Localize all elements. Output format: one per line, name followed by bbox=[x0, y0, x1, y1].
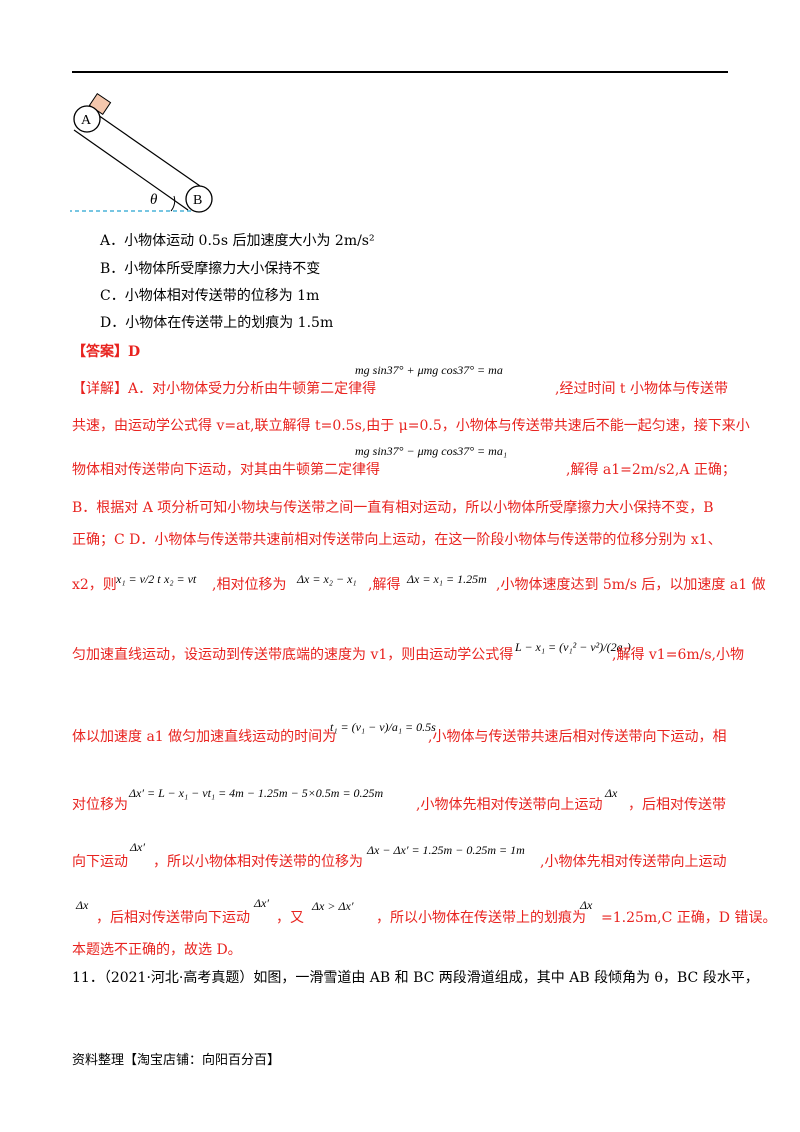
explain-line-6a: x2，则 bbox=[72, 577, 117, 593]
formula-13: Δx bbox=[76, 898, 89, 912]
belt-bottom-edge bbox=[73, 129, 189, 211]
formula-11: Δx′ bbox=[130, 840, 145, 854]
explain-line-1a: 【详解】A．对小物体受力分析由牛顿第二定律得 bbox=[72, 381, 377, 397]
formula-5: Δx = x₂ − x₁ bbox=[297, 572, 357, 586]
question-11: 11．（2021·河北·高考真题）如图，一滑雪道由 AB 和 BC 两段滑道组成… bbox=[72, 970, 759, 986]
explain-line-6d: ,小物体速度达到 5m/s 后，以加速度 a1 做 bbox=[496, 577, 766, 593]
explain-line-9c: ，后相对传送带 bbox=[628, 797, 726, 813]
formula-6: Δx = x₁ = 1.25m bbox=[407, 572, 487, 586]
formula-7: L − x₁ = (v₁² − v²)/(2a₁) bbox=[515, 640, 631, 654]
option-b: B．小物体所受摩擦力大小保持不变 bbox=[100, 261, 321, 277]
formula-2: mg sin37° − μmg cos37° = ma₁ bbox=[355, 444, 507, 458]
option-c: C．小物体相对传送带的位移为 1m bbox=[100, 288, 320, 304]
explain-line-9b: ,小物体先相对传送带向上运动 bbox=[416, 797, 603, 813]
explain-line-2: 共速，由运动学公式得 v=at,联立解得 t=0.5s,由于 μ=0.5，小物体… bbox=[72, 418, 750, 434]
formula-8: t₁ = (v₁ − v)/a₁ = 0.5s bbox=[330, 720, 436, 734]
pulley-a bbox=[73, 105, 101, 133]
formula-10: Δx bbox=[605, 786, 618, 800]
angle-arc bbox=[170, 195, 176, 212]
explain-line-5: 正确；C D．小物体与传送带共速前相对传送带向上运动，在这一阶段小物体与传送带的… bbox=[72, 532, 722, 548]
explain-line-11b: ，又 bbox=[276, 910, 304, 926]
option-d: D．小物体在传送带上的划痕为 1.5m bbox=[100, 315, 334, 331]
explain-line-11d: =1.25m,C 正确，D 错误。 bbox=[601, 910, 777, 926]
explain-line-8b: ,小物体与传送带共速后相对传送带向下运动，相 bbox=[428, 729, 727, 745]
header-rule bbox=[72, 71, 728, 73]
option-a: A．小物体运动 0.5s 后加速度大小为 2m/s² bbox=[100, 233, 375, 249]
explain-line-11a: ，后相对传送带向下运动 bbox=[96, 910, 250, 926]
explain-line-11c: ，所以小物体在传送带上的划痕为 bbox=[376, 910, 586, 926]
explain-line-12: 本题选不正确的，故选 D。 bbox=[72, 942, 242, 958]
formula-16: Δx bbox=[580, 898, 593, 912]
formula-3: x₁ = v/2 t bbox=[116, 572, 161, 586]
explain-line-3a: 物体相对传送带向下运动，对其由牛顿第二定律得 bbox=[72, 462, 380, 478]
pulley-b bbox=[185, 185, 213, 213]
label-b: B bbox=[193, 193, 202, 208]
answer-label: 【答案】D bbox=[72, 344, 141, 360]
explain-line-1b: ,经过时间 t 小物体与传送带 bbox=[555, 381, 728, 397]
explain-line-10b: ，所以小物体相对传送带的位移为 bbox=[153, 854, 363, 870]
explain-line-7a: 匀加速直线运动，设运动到传送带底端的速度为 v1，则由运动学公式得 bbox=[72, 647, 514, 663]
explain-line-6c: ,解得 bbox=[368, 577, 401, 593]
explain-line-3b: ,解得 a1=2m/s2,A 正确； bbox=[566, 462, 736, 478]
explain-line-6b: ,相对位移为 bbox=[212, 577, 287, 593]
explain-line-8a: 体以加速度 a1 做匀加速直线运动的时间为 bbox=[72, 729, 337, 745]
explain-line-9a: 对位移为 bbox=[72, 797, 128, 813]
explain-line-7b: ,解得 v1=6m/s,小物 bbox=[612, 647, 744, 663]
formula-12: Δx − Δx′ = 1.25m − 0.25m = 1m bbox=[367, 843, 525, 857]
formula-9: Δx′ = L − x₁ − vt₁ = 4m − 1.25m − 5×0.5m… bbox=[129, 786, 384, 800]
formula-4: x₂ = vt bbox=[164, 572, 197, 586]
formula-1: mg sin37° + μmg cos37° = ma bbox=[355, 363, 503, 377]
explain-line-4: B．根据对 A 项分析可知小物块与传送带之间一直有相对运动，所以小物体所受摩擦力… bbox=[72, 500, 714, 516]
label-a: A bbox=[81, 113, 92, 128]
explain-line-10a: 向下运动 bbox=[72, 854, 128, 870]
belt-top-edge bbox=[84, 105, 201, 187]
conveyor-belt-diagram: A B θ bbox=[70, 93, 213, 213]
label-theta: θ bbox=[150, 192, 158, 208]
explain-line-10c: ,小物体先相对传送带向上运动 bbox=[540, 854, 727, 870]
formula-14: Δx′ bbox=[254, 896, 269, 910]
formula-15: Δx > Δx′ bbox=[312, 899, 354, 913]
footer-source: 资料整理【淘宝店铺：向阳百分百】 bbox=[72, 1053, 281, 1068]
